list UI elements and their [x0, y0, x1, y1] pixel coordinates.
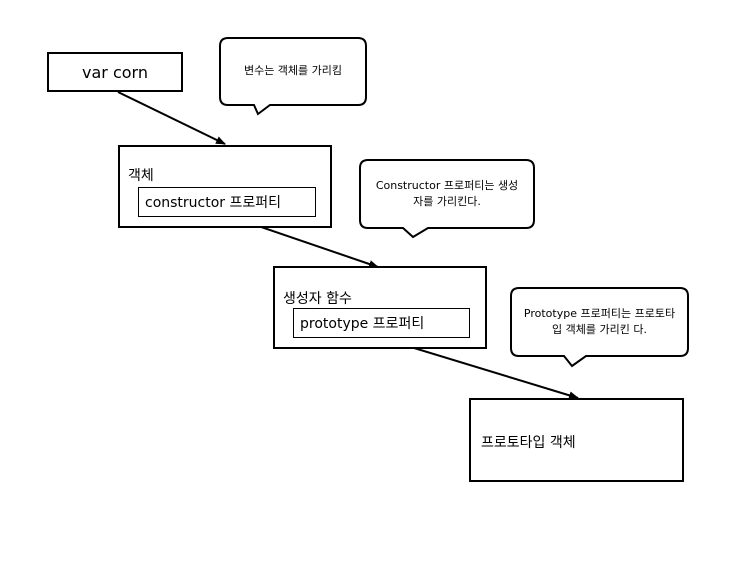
constructor-property-box: constructor 프로퍼티 — [138, 187, 316, 217]
callout-variable-bubble — [219, 37, 367, 116]
var-corn-label: var corn — [82, 62, 148, 82]
arrow-var-to-object — [117, 91, 226, 145]
callout-variable-text: 변수는 객체를 가리킴 — [243, 64, 343, 77]
prototype-object-box: 프로토타입 객체 — [469, 398, 684, 482]
object-box: 객체 constructor 프로퍼티 — [118, 145, 332, 228]
constructor-function-box: 생성자 함수 prototype 프로퍼티 — [273, 266, 487, 349]
prototype-property-box: prototype 프로퍼티 — [293, 308, 470, 338]
callout-prototype-bubble — [510, 287, 689, 368]
var-corn-box: var corn — [47, 52, 183, 92]
callout-constructor-bubble — [359, 159, 535, 239]
callout-constructor-text: Constructor 프로퍼티는 생성자를 가리킨다. — [375, 179, 519, 208]
constructor-property-label: constructor 프로퍼티 — [145, 195, 282, 211]
constructor-function-label: 생성자 함수 — [283, 291, 352, 307]
prototype-property-label: prototype 프로퍼티 — [300, 316, 425, 332]
object-label: 객체 — [128, 168, 154, 184]
prototype-object-label: 프로토타입 객체 — [481, 435, 576, 451]
callout-prototype-text: Prototype 프로퍼티는 프로토타입 객체를 가리킨 다. — [523, 307, 676, 336]
